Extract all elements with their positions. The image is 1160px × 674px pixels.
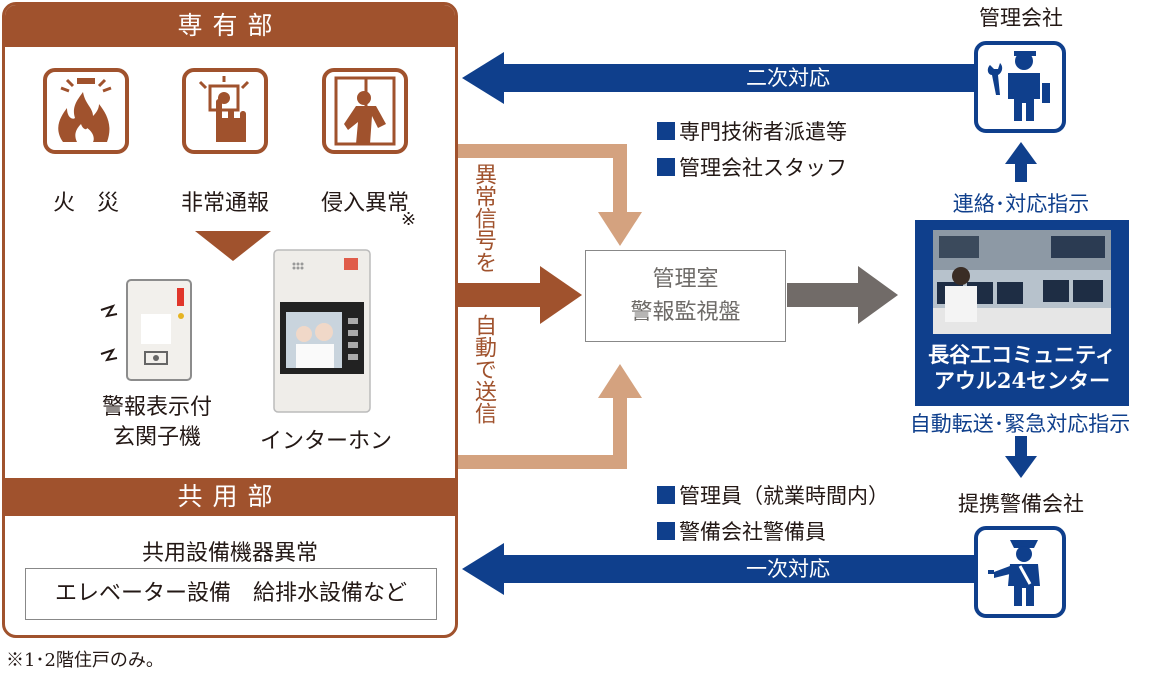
door-station-label-line2: 玄関子機 bbox=[112, 425, 201, 450]
note-mark: ※ bbox=[401, 209, 417, 230]
gray-arrow-shaft bbox=[787, 283, 863, 307]
primary-response-label: 一次対応 bbox=[746, 557, 830, 581]
secondary-arrowhead bbox=[462, 52, 504, 104]
fire-label: 火 災 bbox=[52, 191, 119, 216]
intruder-icon bbox=[322, 68, 408, 154]
down-arrowhead bbox=[1005, 456, 1037, 478]
up-arrowhead bbox=[1005, 142, 1037, 164]
secondary-item-1: 管理会社スタッフ bbox=[657, 152, 847, 182]
primary-arrowhead bbox=[462, 543, 504, 595]
secondary-item-0: 専門技術者派遣等 bbox=[657, 116, 847, 146]
secondary-arrow-shaft bbox=[492, 64, 978, 92]
brown-arrow-shaft bbox=[458, 283, 548, 307]
contact-instruction-label: 連絡･対応指示 bbox=[952, 192, 1090, 216]
emergency-button-icon bbox=[182, 68, 268, 154]
signal-text-bottom: 自動で送信 bbox=[471, 314, 496, 424]
bullet-square-icon bbox=[657, 158, 675, 176]
security-company-label: 提携警備会社 bbox=[958, 492, 1084, 516]
secondary-item-0-text: 専門技術者派遣等 bbox=[679, 120, 847, 144]
management-company-label: 管理会社 bbox=[979, 6, 1063, 30]
center-name-line2: アウル24センター bbox=[933, 368, 1111, 393]
control-room-line1: 管理室 bbox=[652, 267, 719, 292]
tan-connector-top bbox=[458, 144, 627, 218]
footnote: ※1･2階住戸のみ。 bbox=[6, 650, 164, 671]
door-station-label-line1: 警報表示付 bbox=[101, 395, 212, 420]
down-arrow-icon bbox=[195, 231, 271, 261]
center-name: 長谷工コミュニティ アウル24センター bbox=[915, 342, 1129, 394]
control-room-box: 管理室 警報監視盤 bbox=[585, 250, 786, 342]
primary-item-0: 管理員（就業時間内） bbox=[657, 480, 889, 510]
secondary-response-label: 二次対応 bbox=[746, 66, 830, 90]
intrusion-label: 侵入異常 bbox=[320, 191, 409, 216]
bullet-square-icon bbox=[657, 486, 675, 504]
security-guard-icon bbox=[974, 526, 1066, 618]
center-photo bbox=[933, 230, 1111, 334]
primary-arrow-shaft bbox=[492, 555, 978, 583]
tan-arrowhead-bottom bbox=[598, 364, 642, 398]
door-station-icon bbox=[97, 270, 207, 390]
door-station-label: 警報表示付 玄関子機 bbox=[77, 393, 237, 453]
tan-connector-bottom bbox=[458, 392, 627, 469]
emergency-call-label: 非常通報 bbox=[180, 191, 269, 216]
primary-item-0-text: 管理員（就業時間内） bbox=[679, 484, 889, 508]
center-name-line1: 長谷工コミュニティ bbox=[928, 342, 1116, 367]
private-area-panel: 専有部 火 災 非常通報 侵入異常 ※ bbox=[2, 2, 458, 638]
secondary-item-1-text: 管理会社スタッフ bbox=[679, 156, 847, 180]
control-room-line2: 警報監視盤 bbox=[630, 300, 741, 325]
fire-icon bbox=[43, 68, 129, 154]
gray-arrowhead bbox=[858, 266, 898, 324]
intercom-monitor-icon bbox=[272, 248, 372, 414]
auto-transfer-label: 自動転送･緊急対応指示 bbox=[909, 412, 1131, 436]
common-area-subtitle: 共用設備機器異常 bbox=[141, 541, 318, 566]
signal-text-top: 異常信号を bbox=[471, 163, 496, 273]
owl24-center-box: 長谷工コミュニティ アウル24センター bbox=[915, 220, 1129, 406]
up-arrow-shaft bbox=[1015, 160, 1027, 182]
common-equipment-box: エレベーター設備 給排水設備など bbox=[25, 568, 437, 620]
private-area-title: 専有部 bbox=[5, 5, 455, 47]
tan-arrowhead-top bbox=[598, 212, 642, 246]
primary-item-1: 警備会社警備員 bbox=[657, 516, 826, 546]
primary-item-1-text: 警備会社警備員 bbox=[679, 520, 826, 544]
intercom-label: インターホン bbox=[259, 429, 392, 454]
technician-icon bbox=[974, 41, 1066, 133]
common-area-title: 共用部 bbox=[5, 478, 455, 516]
brown-arrowhead bbox=[540, 266, 582, 324]
down-arrow-shaft bbox=[1015, 436, 1027, 460]
bullet-square-icon bbox=[657, 522, 675, 540]
bullet-square-icon bbox=[657, 122, 675, 140]
